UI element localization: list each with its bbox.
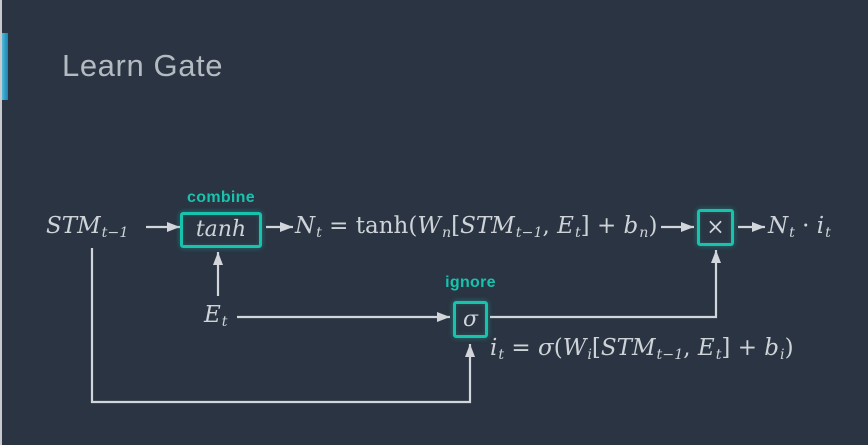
ignore-equation: it = σ(Wi[STMt−1, Et] + bi) <box>490 335 794 363</box>
left-edge-strip <box>0 0 2 445</box>
multiply-node-label: × <box>706 214 725 240</box>
slide-title: Learn Gate <box>62 48 224 83</box>
tanh-node: tanh <box>180 212 262 248</box>
sigma-node-label: σ <box>462 306 479 332</box>
ignore-label: ignore <box>445 274 496 291</box>
combine-equation: Nt = tanh(Wn[STMt−1, Et] + bn) <box>295 213 658 241</box>
sigma-node: σ <box>453 301 488 338</box>
combine-label: combine <box>187 189 255 206</box>
output-label: Nt · it <box>768 213 831 241</box>
event-input-label: Et <box>204 302 228 330</box>
title-accent-bar <box>2 33 8 100</box>
arrow-stm-feedback-to-sigma <box>90 248 475 404</box>
arrow-sigma-to-multiply <box>490 250 721 319</box>
multiply-node: × <box>697 209 734 246</box>
tanh-node-label: tanh <box>195 217 247 242</box>
stm-input-label: STMt−1 <box>46 213 129 241</box>
